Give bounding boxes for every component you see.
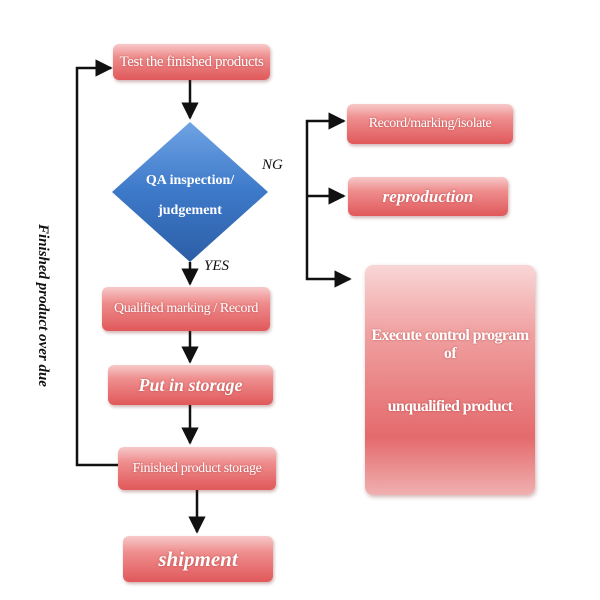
finished-product-storage-label: Finished product storage bbox=[132, 460, 262, 476]
reproduction-label: reproduction bbox=[382, 186, 474, 206]
reproduction-box: reproduction bbox=[348, 177, 508, 216]
test-finished-products-box: Test the finished products bbox=[113, 44, 270, 80]
overdue-loop-line bbox=[75, 59, 120, 467]
test-finished-products-label: Test the finished products bbox=[119, 53, 264, 70]
shipment-box: shipment bbox=[123, 536, 273, 582]
yes-label: YES bbox=[204, 258, 230, 274]
execute-control-program-box: Execute control program of unqualified p… bbox=[365, 265, 535, 495]
finished-product-storage-box: Finished product storage bbox=[118, 447, 276, 490]
qa-diamond bbox=[112, 122, 268, 262]
record-isolate-label: Record/marking/isolate bbox=[368, 116, 492, 131]
put-in-storage-label: Put in storage bbox=[138, 374, 243, 395]
overdue-side-label: Finished product over due bbox=[22, 195, 62, 415]
shipment-label: shipment bbox=[158, 546, 238, 571]
overdue-side-text: Finished product over due bbox=[34, 223, 51, 387]
execute-control-line1: Execute control program of bbox=[371, 327, 529, 362]
put-in-storage-box: Put in storage bbox=[108, 365, 273, 405]
qa-inspection-line1: QA inspection/ bbox=[145, 173, 235, 188]
qualified-marking-box: Qualified marking / Record bbox=[102, 287, 270, 331]
record-isolate-box: Record/marking/isolate bbox=[347, 104, 513, 144]
qa-inspection-label: QA inspection/ judgement bbox=[125, 166, 255, 226]
ng-label: NG bbox=[262, 157, 283, 173]
qa-inspection-line2: judgement bbox=[158, 203, 222, 218]
execute-control-line2: unqualified product bbox=[387, 398, 513, 415]
qualified-marking-label: Qualified marking / Record bbox=[114, 301, 258, 316]
